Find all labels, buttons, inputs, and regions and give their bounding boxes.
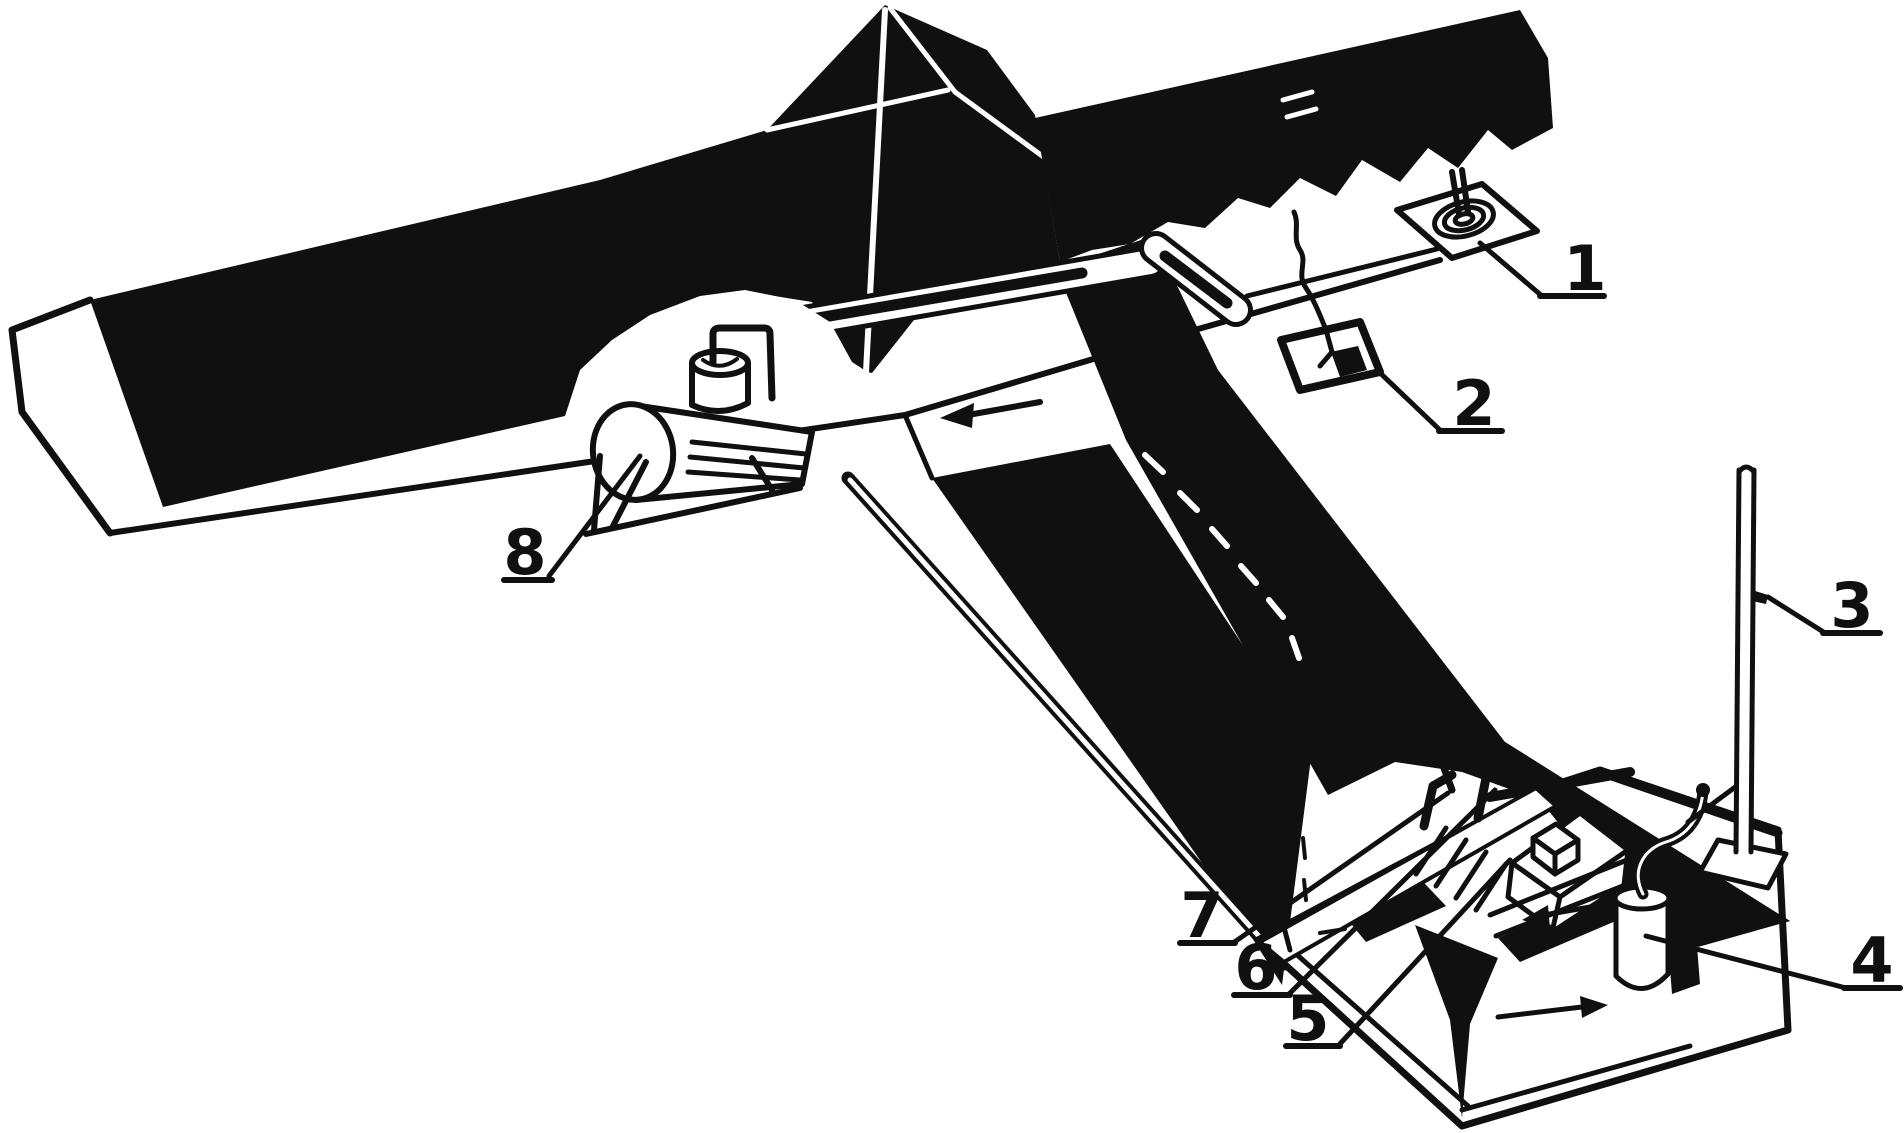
leader-line-2: [1374, 367, 1444, 434]
callout-7: 7: [1177, 790, 1451, 952]
mast-nub: [1752, 590, 1768, 604]
callout-6-label: 6: [1234, 931, 1277, 1004]
leader-line-8: [546, 453, 643, 579]
wingtip-tick-1: [1280, 89, 1315, 103]
tank-notch: [701, 357, 739, 368]
shadow-wedge: [1415, 925, 1498, 1118]
fuel-tank-top: [689, 348, 751, 378]
engine-cooling-fins: [685, 439, 809, 483]
engine-bay-cutaway: [565, 290, 872, 537]
plate-pin-2: [1459, 167, 1471, 215]
linkage-dashes: [1278, 836, 1414, 953]
delta-wingtip-overlap: [1505, 742, 1790, 947]
leader-line-7: [1230, 790, 1451, 946]
wing-bottom-edge: [107, 257, 1443, 536]
wingtip-end-cap: [8, 296, 114, 537]
callout-8-label: 8: [503, 516, 546, 589]
channel-return-arrow: [940, 399, 1043, 428]
fuselage-inner-arrow: [1522, 903, 1599, 928]
channel-stub-rail: [1159, 250, 1233, 309]
left-wall-inner-edge: [1275, 935, 1471, 1109]
leader-line-4: [1643, 933, 1849, 991]
floor-inner-edge: [1459, 1043, 1693, 1113]
left-wing-outline: [8, 246, 1443, 537]
engine-front-cap: [589, 401, 677, 503]
towline-stick: [841, 471, 1291, 971]
fuse-wire: [1291, 209, 1335, 369]
engine: [583, 324, 815, 537]
mast-brace: [1685, 779, 1745, 825]
callout-5: 5: [1283, 857, 1513, 1055]
leader-line-6: [1285, 787, 1498, 998]
callout-3-label: 3: [1830, 569, 1873, 642]
leader-line-5: [1335, 857, 1513, 1049]
antenna-mast: [1685, 464, 1789, 891]
callout-3: 3: [1765, 569, 1883, 642]
receiver-knob: [1530, 821, 1581, 877]
callout-2-label: 2: [1452, 367, 1495, 440]
tray-edge-2: [1493, 877, 1641, 939]
fuselage-lower-arrow: [1495, 996, 1608, 1020]
channel-forward-arrow: [1082, 300, 1172, 329]
callout-2: 2: [1374, 367, 1505, 440]
shadow-under-tray: [1498, 892, 1632, 962]
callout-5-label: 5: [1286, 982, 1329, 1055]
callout-1: 1: [1477, 232, 1607, 305]
wing-centerline-dashes: [1142, 452, 1302, 661]
pylon-fin: [90, 5, 1060, 507]
trailing-edge-spar: [1244, 246, 1440, 299]
callout-1-label: 1: [1563, 232, 1606, 305]
callout-8: 8: [501, 453, 643, 589]
tray-edge-1: [1487, 855, 1635, 918]
delta-wing: [1056, 236, 1790, 947]
callout-6: 6: [1231, 787, 1498, 1004]
leader-line-3: [1765, 594, 1828, 636]
wing-leading-edge-line: [764, 87, 951, 133]
plate-pin-1: [1449, 169, 1462, 217]
wingtip-tick-2: [1284, 106, 1319, 120]
right-wing-panel: [1035, 10, 1553, 262]
wing-underside-band: [932, 444, 1312, 985]
grommet-plate: [1394, 167, 1540, 261]
root-rib-line: [902, 412, 935, 481]
callout-4: 4: [1643, 924, 1903, 997]
fuel-line-bend: [709, 324, 776, 402]
callout-7-label: 7: [1180, 879, 1223, 952]
leader-line-1: [1477, 240, 1545, 299]
callout-4-label: 4: [1850, 924, 1893, 997]
mast-base-plate: [1697, 837, 1789, 891]
